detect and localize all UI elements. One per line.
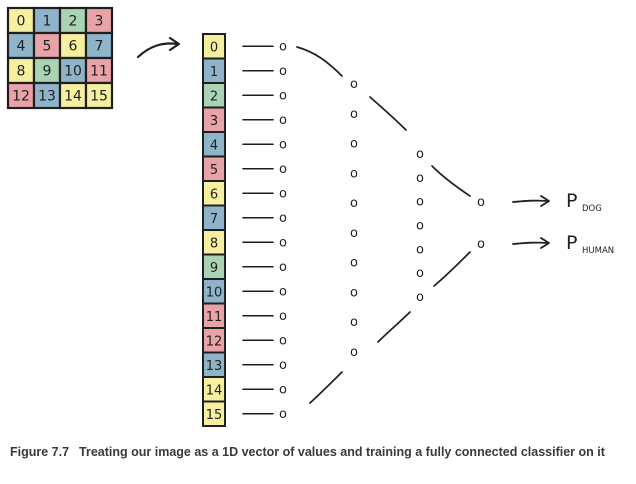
grid-cell-label: 5 bbox=[43, 39, 52, 55]
funnel-stroke bbox=[431, 165, 471, 197]
network-node: o bbox=[279, 382, 287, 397]
network-node: o bbox=[279, 88, 287, 103]
output-arrowhead bbox=[540, 237, 550, 249]
grid-cell-label: 0 bbox=[17, 14, 26, 30]
figure-caption: Figure 7.7 Treating our image as a 1D vec… bbox=[10, 444, 625, 460]
vector-cell-label: 14 bbox=[206, 383, 223, 398]
network-node: o bbox=[279, 113, 287, 128]
network-node: o bbox=[279, 186, 287, 201]
grid-cell bbox=[84, 81, 114, 110]
network-node: o bbox=[350, 166, 358, 181]
grid-cell-label: 4 bbox=[17, 39, 26, 55]
vector-cell-label: 12 bbox=[206, 334, 223, 349]
grid-cell-label: 15 bbox=[90, 89, 108, 105]
grid-cell-label: 9 bbox=[43, 64, 52, 80]
vector-cell-label: 5 bbox=[210, 163, 218, 178]
network-node: o bbox=[279, 333, 287, 348]
vector-cell-label: 0 bbox=[210, 40, 218, 55]
network-node: o bbox=[350, 77, 358, 92]
grid-cell-label: 12 bbox=[12, 89, 30, 105]
flatten-arrowhead bbox=[168, 36, 181, 52]
grid-cell bbox=[84, 31, 114, 60]
network-node: o bbox=[350, 315, 358, 330]
output-arrow bbox=[512, 241, 549, 245]
grid-cell-label: 2 bbox=[69, 14, 78, 30]
network-node: o bbox=[279, 407, 287, 422]
network-node: o bbox=[350, 137, 358, 152]
funnel-stroke bbox=[377, 311, 411, 343]
grid-cell-label: 13 bbox=[38, 89, 56, 105]
output-class-label: HUMAN bbox=[582, 246, 614, 256]
grid-cell-label: 11 bbox=[90, 64, 108, 80]
vector-cell-label: 8 bbox=[210, 236, 218, 251]
vector-cell bbox=[202, 400, 226, 427]
output-labels: P DOG P HUMAN bbox=[512, 190, 614, 256]
vector-cell-label: 15 bbox=[206, 408, 223, 423]
network-node: o bbox=[279, 211, 287, 226]
funnel-stroke bbox=[296, 46, 343, 77]
output-prob-symbol: P bbox=[566, 190, 577, 212]
network-node: o bbox=[350, 285, 358, 300]
output-prob-symbol: P bbox=[566, 232, 577, 254]
figure-number: Figure 7.7 bbox=[10, 445, 70, 459]
network-node: o bbox=[279, 358, 287, 373]
grid-cell-label: 14 bbox=[64, 89, 82, 105]
network-node: o bbox=[416, 290, 424, 305]
vector-cell-label: 7 bbox=[210, 212, 218, 227]
vector-cell-label: 11 bbox=[206, 310, 223, 325]
grid-cell-label: 1 bbox=[43, 14, 52, 30]
grid-cell-label: 6 bbox=[69, 39, 78, 55]
vector-cell-label: 9 bbox=[210, 261, 218, 276]
grid-cell-label: 7 bbox=[95, 39, 104, 55]
connection-strokes bbox=[136, 36, 471, 415]
network-node: o bbox=[416, 147, 424, 162]
funnel-stroke bbox=[369, 96, 407, 131]
caption-text: Treating our image as a 1D vector of val… bbox=[79, 445, 605, 459]
network-node: o bbox=[279, 284, 287, 299]
network-node: o bbox=[350, 196, 358, 211]
network-node: o bbox=[279, 137, 287, 152]
funnel-stroke bbox=[433, 251, 471, 287]
network-node: o bbox=[416, 242, 424, 257]
network-node: o bbox=[350, 345, 358, 360]
output-class-label: DOG bbox=[582, 204, 602, 214]
vector-cell-label: 6 bbox=[210, 187, 218, 202]
vector-cell-label: 4 bbox=[210, 138, 218, 153]
network-node: o bbox=[350, 107, 358, 122]
network-node: o bbox=[477, 195, 485, 210]
funnel-stroke bbox=[309, 371, 343, 404]
grid-cell bbox=[32, 56, 62, 85]
grid-cell-label: 10 bbox=[64, 64, 82, 80]
network-node: o bbox=[279, 64, 287, 79]
network-node: o bbox=[279, 162, 287, 177]
vector-cell-label: 1 bbox=[210, 65, 218, 80]
flatten-arrow bbox=[136, 42, 180, 59]
grid-cell bbox=[84, 6, 114, 35]
grid-cell-label: 3 bbox=[95, 14, 104, 30]
output-arrowhead bbox=[540, 195, 550, 207]
network-node: o bbox=[477, 237, 485, 252]
output-arrow bbox=[512, 199, 549, 203]
vector-cell-label: 13 bbox=[206, 359, 223, 374]
network-node: o bbox=[279, 309, 287, 324]
network-node: o bbox=[350, 226, 358, 241]
network-node: o bbox=[279, 39, 287, 54]
network-node: o bbox=[279, 260, 287, 275]
network-node: o bbox=[350, 256, 358, 271]
network-node: o bbox=[279, 235, 287, 250]
network-node: o bbox=[416, 195, 424, 210]
network-node: o bbox=[416, 219, 424, 234]
grid-cell-label: 8 bbox=[17, 64, 26, 80]
network-node: o bbox=[416, 171, 424, 186]
vector-cell-label: 3 bbox=[210, 114, 218, 129]
network-node: o bbox=[416, 266, 424, 281]
vector-cell-label: 10 bbox=[206, 285, 223, 300]
vector-cell-label: 2 bbox=[210, 89, 218, 104]
